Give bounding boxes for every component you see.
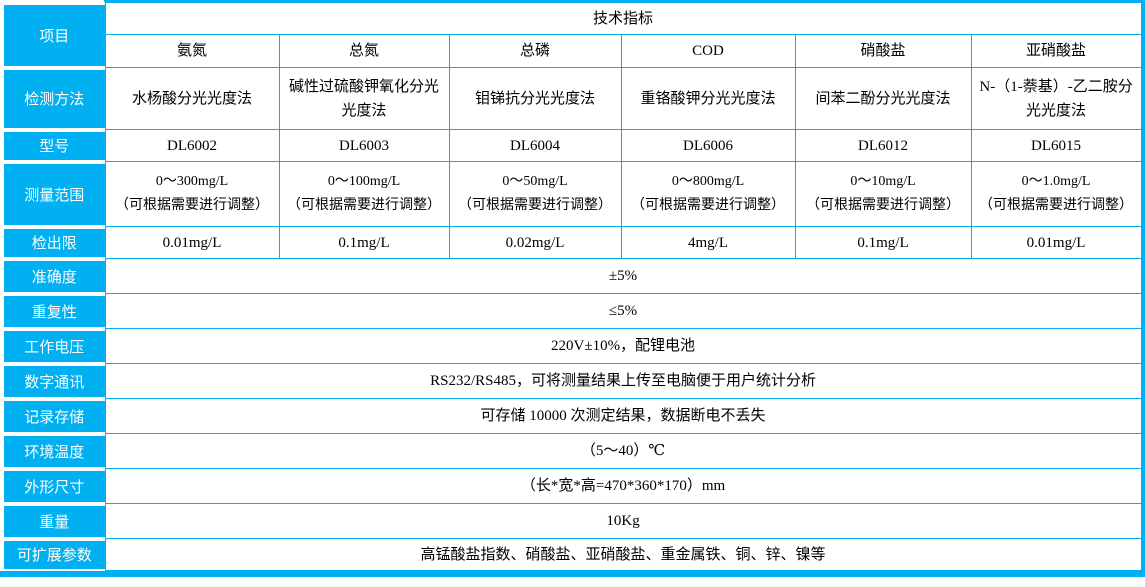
row-header-storage-block: 记录存储 <box>4 400 105 432</box>
spec-value-communication: RS232/RS485，可将测量结果上传至电脑便于用户统计分析 <box>104 363 1142 399</box>
table-row: 外形尺寸（长*宽*高=470*360*170）mm <box>0 468 1142 504</box>
spec-cell-range-3: 0～800mg/L （可根据需要进行调整） <box>620 161 796 227</box>
spec-cell-detection-limit-2: 0.02mg/L <box>448 226 622 259</box>
spec-cell-detection-limit-3: 4mg/L <box>620 226 796 259</box>
column-header-1: 总氮 <box>278 34 450 68</box>
spec-value-dimensions: （长*宽*高=470*360*170）mm <box>104 468 1142 504</box>
top-border-mask <box>0 0 104 2</box>
table-title: 技术指标 <box>104 2 1142 35</box>
row-header-temperature-block: 环境温度 <box>4 435 105 467</box>
row-header-temperature: 环境温度 <box>0 433 105 469</box>
spec-cell-model-0: DL6002 <box>104 129 280 162</box>
spec-cell-range-2: 0～50mg/L （可根据需要进行调整） <box>448 161 622 227</box>
row-header-weight: 重量 <box>0 503 105 539</box>
table-row: 重复性≤5% <box>0 293 1142 329</box>
spec-cell-method-2: 钼锑抗分光光度法 <box>448 67 622 130</box>
spec-cell-detection-limit-1: 0.1mg/L <box>278 226 450 259</box>
spec-cell-model-5: DL6015 <box>970 129 1142 162</box>
spec-cell-range-4: 0～10mg/L （可根据需要进行调整） <box>794 161 972 227</box>
spec-cell-model-4: DL6012 <box>794 129 972 162</box>
row-header-repeatability-block: 重复性 <box>4 295 105 327</box>
spec-value-expandable: 高锰酸盐指数、硝酸盐、亚硝酸盐、重金属铁、铜、锌、镍等 <box>104 538 1142 571</box>
table-row: 记录存储可存储 10000 次测定结果，数据断电不丢失 <box>0 398 1142 434</box>
spec-value-repeatability: ≤5% <box>104 293 1142 329</box>
spec-cell-range-0: 0～300mg/L （可根据需要进行调整） <box>104 161 280 227</box>
row-header-communication: 数字通讯 <box>0 363 105 399</box>
spec-cell-model-2: DL6004 <box>448 129 622 162</box>
row-header-communication-block: 数字通讯 <box>4 365 105 397</box>
spec-cell-method-4: 间苯二酚分光光度法 <box>794 67 972 130</box>
row-header-project: 项目 <box>0 2 105 68</box>
table-row: 检测方法水杨酸分光光度法碱性过硫酸钾氧化分光光度法钼锑抗分光光度法重铬酸钾分光光… <box>0 67 1142 130</box>
row-header-accuracy-block: 准确度 <box>4 260 105 292</box>
row-header-expandable: 可扩展参数 <box>0 538 105 571</box>
row-header-voltage: 工作电压 <box>0 328 105 364</box>
row-header-detection-limit: 检出限 <box>0 226 105 259</box>
row-header-accuracy: 准确度 <box>0 258 105 294</box>
column-header-5: 亚硝酸盐 <box>970 34 1142 68</box>
row-header-repeatability: 重复性 <box>0 293 105 329</box>
column-header-4: 硝酸盐 <box>794 34 972 68</box>
spec-cell-method-1: 碱性过硫酸钾氧化分光光度法 <box>278 67 450 130</box>
spec-value-accuracy: ±5% <box>104 258 1142 294</box>
spec-cell-range-1: 0～100mg/L （可根据需要进行调整） <box>278 161 450 227</box>
column-header-3: COD <box>620 34 796 68</box>
spec-value-weight: 10Kg <box>104 503 1142 539</box>
spec-cell-model-1: DL6003 <box>278 129 450 162</box>
column-header-0: 氨氮 <box>104 34 280 68</box>
spec-value-temperature: （5～40）℃ <box>104 433 1142 469</box>
row-header-method: 检测方法 <box>0 67 105 130</box>
row-header-weight-block: 重量 <box>4 505 105 537</box>
row-header-detection-limit-block: 检出限 <box>4 228 105 257</box>
row-header-method-block: 检测方法 <box>4 69 105 128</box>
spec-cell-method-5: N-（1-萘基）-乙二胺分光光度法 <box>970 67 1142 130</box>
row-header-expandable-block: 可扩展参数 <box>4 540 105 569</box>
table-row: 准确度±5% <box>0 258 1142 294</box>
spec-value-storage: 可存储 10000 次测定结果，数据断电不丢失 <box>104 398 1142 434</box>
spec-cell-range-5: 0～1.0mg/L （可根据需要进行调整） <box>970 161 1142 227</box>
row-header-storage: 记录存储 <box>0 398 105 434</box>
row-header-dimensions: 外形尺寸 <box>0 468 105 504</box>
spec-cell-detection-limit-0: 0.01mg/L <box>104 226 280 259</box>
table-row: 环境温度（5～40）℃ <box>0 433 1142 469</box>
row-header-voltage-block: 工作电压 <box>4 330 105 362</box>
row-header-range: 测量范围 <box>0 161 105 227</box>
spec-cell-method-3: 重铬酸钾分光光度法 <box>620 67 796 130</box>
row-header-dimensions-block: 外形尺寸 <box>4 470 105 502</box>
row-header-range-block: 测量范围 <box>4 163 105 225</box>
spec-cell-model-3: DL6006 <box>620 129 796 162</box>
row-header-model-block: 型号 <box>4 131 105 160</box>
spec-cell-method-0: 水杨酸分光光度法 <box>104 67 280 130</box>
row-header-model: 型号 <box>0 129 105 162</box>
spec-value-voltage: 220V±10%，配锂电池 <box>104 328 1142 364</box>
table-row: 可扩展参数高锰酸盐指数、硝酸盐、亚硝酸盐、重金属铁、铜、锌、镍等 <box>0 538 1142 571</box>
table-row: 项目技术指标 <box>0 2 1142 68</box>
column-header-2: 总磷 <box>448 34 622 68</box>
row-header-project-block: 项目 <box>4 4 105 66</box>
spec-cell-detection-limit-4: 0.1mg/L <box>794 226 972 259</box>
spec-cell-detection-limit-5: 0.01mg/L <box>970 226 1142 259</box>
